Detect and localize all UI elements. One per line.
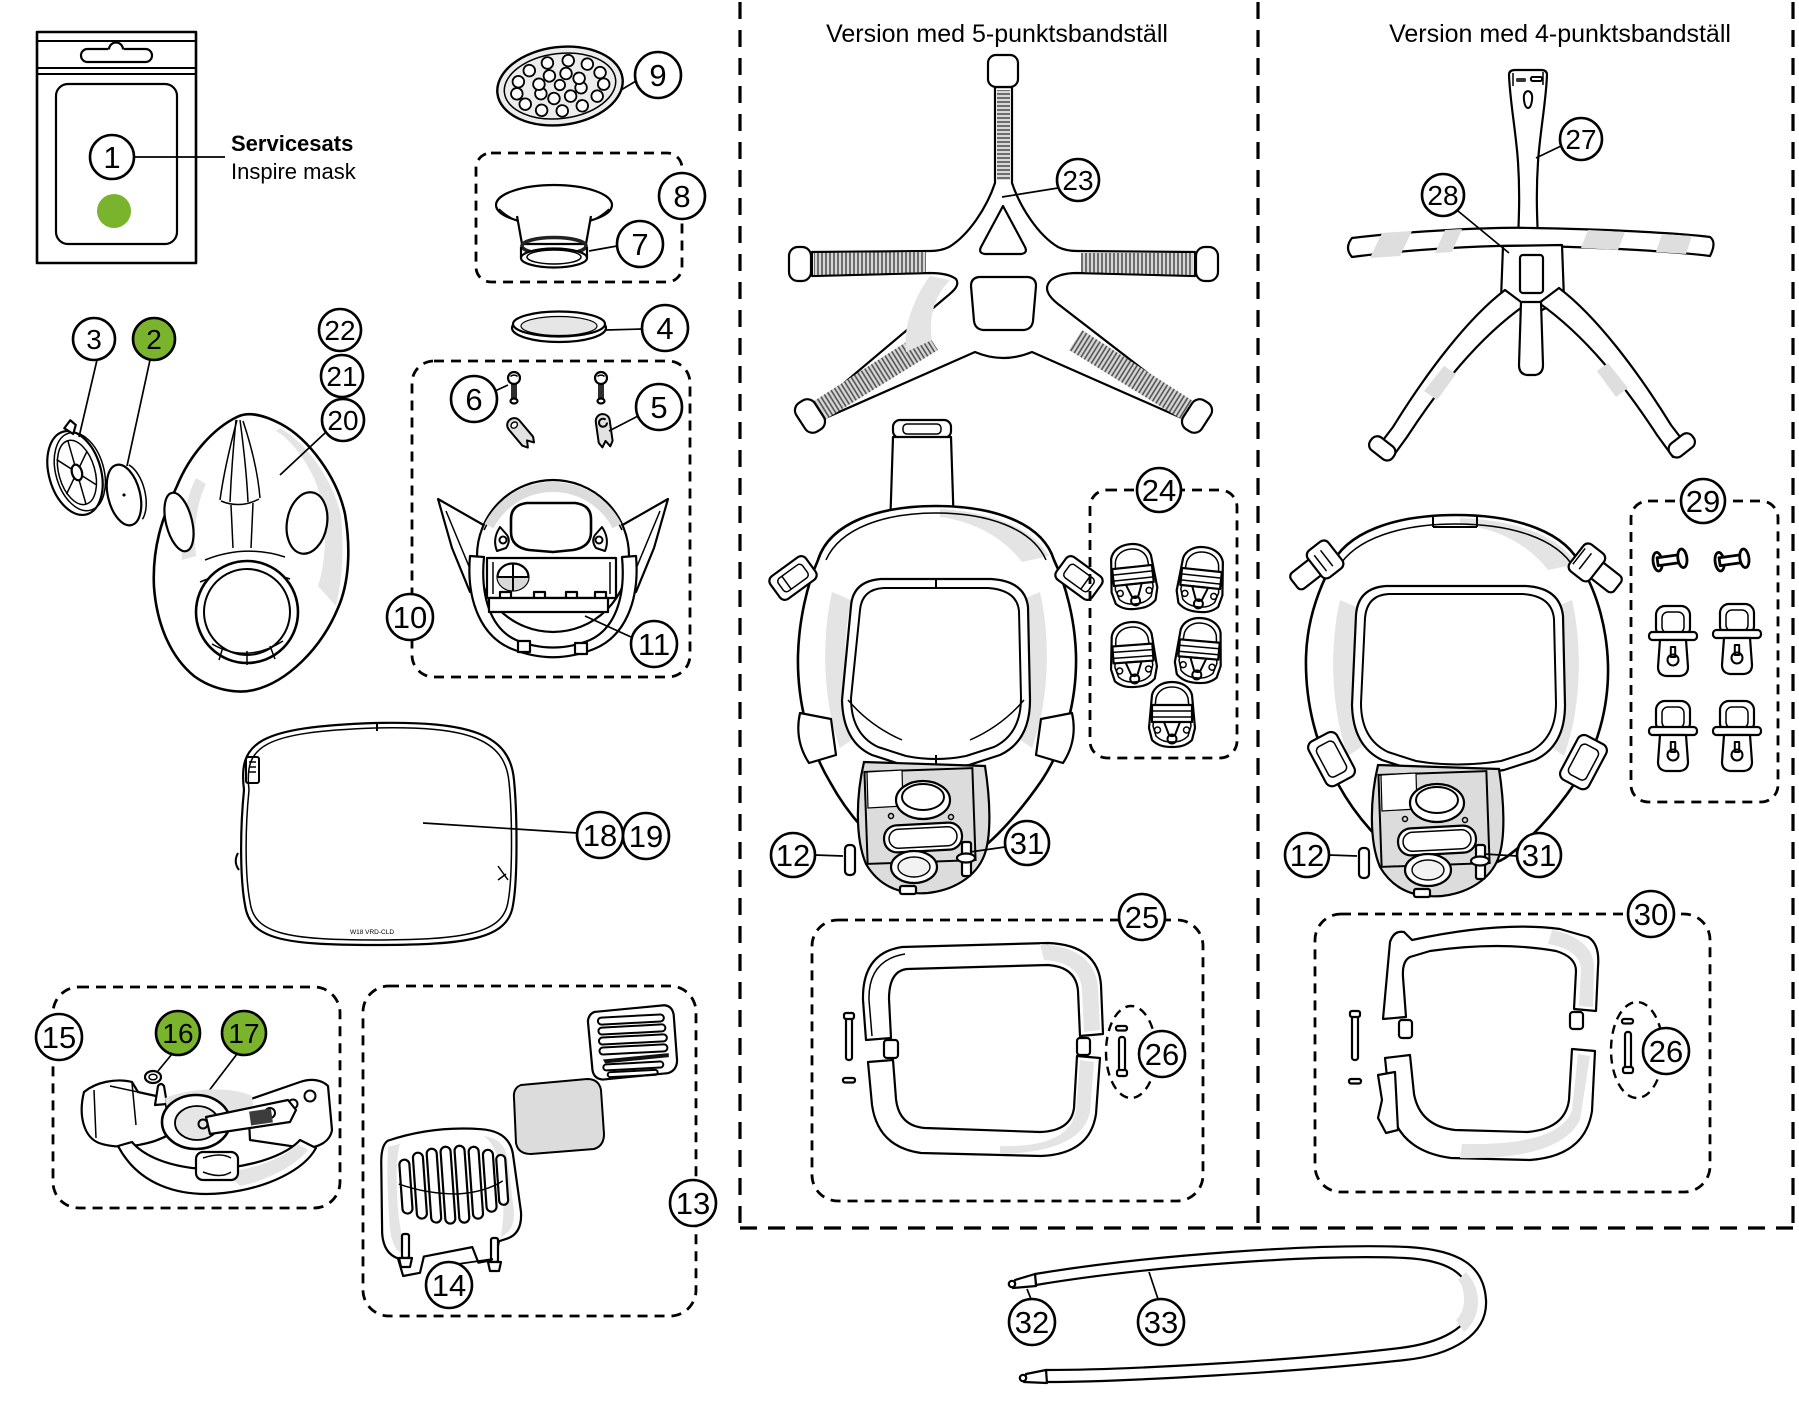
svg-text:Inspire mask: Inspire mask [231, 159, 357, 184]
svg-text:Version med 5-punktsbandställ: Version med 5-punktsbandställ [826, 20, 1168, 48]
svg-text:22: 22 [324, 315, 355, 346]
svg-text:14: 14 [432, 1268, 466, 1303]
svg-text:32: 32 [1015, 1305, 1049, 1340]
svg-text:1: 1 [103, 140, 120, 175]
svg-text:26: 26 [1649, 1034, 1683, 1069]
svg-text:Version med 4-punktsbandställ: Version med 4-punktsbandställ [1389, 20, 1731, 48]
svg-text:W18 VRD-CLD: W18 VRD-CLD [350, 929, 394, 936]
svg-text:13: 13 [676, 1186, 710, 1221]
svg-text:4: 4 [656, 311, 673, 346]
svg-text:27: 27 [1565, 124, 1596, 155]
svg-text:30: 30 [1634, 897, 1668, 932]
svg-text:21: 21 [326, 361, 357, 392]
svg-text:5: 5 [650, 390, 667, 425]
svg-text:7: 7 [631, 227, 648, 262]
svg-text:17: 17 [228, 1018, 259, 1049]
svg-text:3: 3 [86, 324, 102, 355]
svg-text:29: 29 [1686, 484, 1720, 519]
svg-text:26: 26 [1145, 1037, 1179, 1072]
svg-text:12: 12 [1290, 838, 1324, 873]
svg-text:2: 2 [146, 324, 162, 355]
svg-text:33: 33 [1144, 1305, 1178, 1340]
svg-text:19: 19 [629, 819, 663, 854]
svg-text:31: 31 [1522, 838, 1556, 873]
svg-text:24: 24 [1142, 473, 1176, 508]
svg-text:31: 31 [1010, 826, 1044, 861]
svg-text:8: 8 [673, 179, 690, 214]
svg-text:12: 12 [776, 838, 810, 873]
svg-text:Servicesats: Servicesats [231, 131, 353, 156]
svg-text:28: 28 [1427, 180, 1458, 211]
svg-text:6: 6 [465, 382, 482, 417]
svg-text:9: 9 [649, 58, 666, 93]
svg-text:18: 18 [583, 818, 617, 853]
svg-text:16: 16 [162, 1018, 193, 1049]
svg-text:15: 15 [42, 1020, 76, 1055]
svg-text:25: 25 [1125, 900, 1159, 935]
svg-text:11: 11 [638, 627, 670, 662]
svg-text:20: 20 [327, 405, 358, 436]
svg-text:23: 23 [1062, 165, 1093, 196]
svg-text:10: 10 [393, 600, 427, 635]
